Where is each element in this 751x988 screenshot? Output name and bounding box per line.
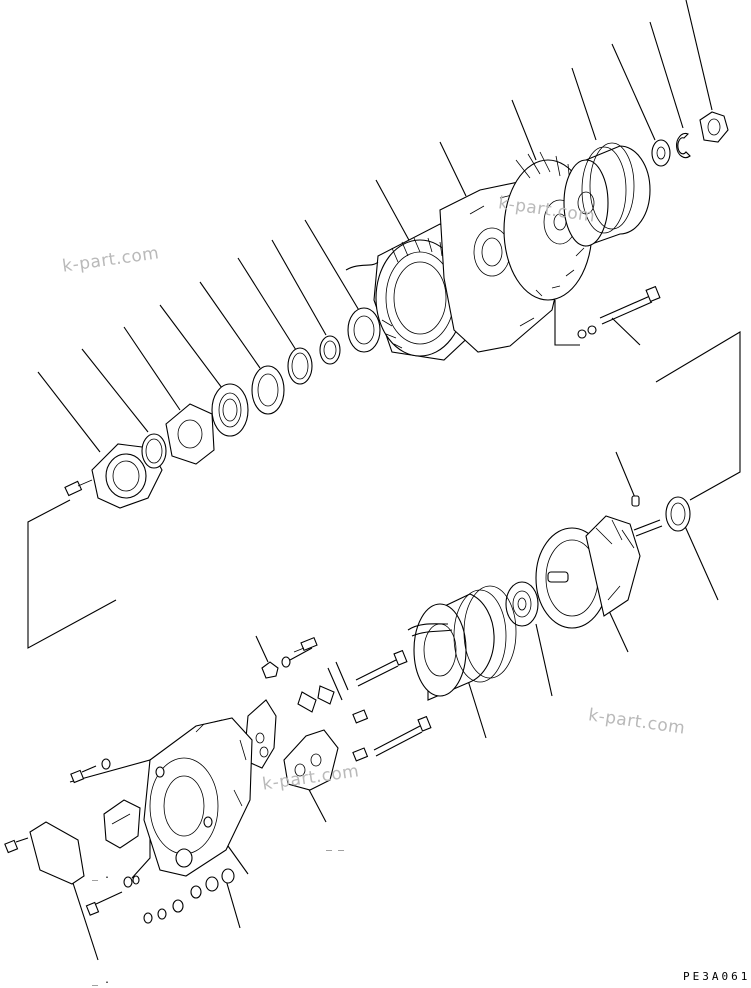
- oil-seal: [348, 308, 380, 352]
- dash-mark: _ .: [92, 870, 111, 881]
- through-bolt-lower-1: [356, 651, 407, 686]
- rear-housing: [144, 718, 252, 876]
- voltage-regulator: [104, 800, 140, 848]
- dash-mark: _ .: [92, 975, 111, 986]
- woodruff-key: [632, 496, 639, 506]
- rotor-assembly: [536, 516, 662, 628]
- snap-ring-left: [142, 434, 166, 468]
- connector-bracket-left: [28, 500, 116, 648]
- dash-mark: _ _: [326, 840, 345, 851]
- drawing-code: PE3A061: [683, 970, 751, 983]
- brush-holder: [284, 662, 348, 790]
- seal-ring: [252, 366, 284, 414]
- spring-washer: [677, 134, 690, 158]
- rear-cover-plate: [30, 822, 84, 884]
- bolt-upper-terminal: [290, 648, 312, 660]
- bolts-lower-left: [5, 759, 139, 915]
- spacer-collar: [320, 336, 340, 364]
- upper-leader-lines: [38, 0, 712, 452]
- through-bolt-upper: [578, 287, 660, 338]
- pulley: [564, 143, 650, 246]
- nut-row-bottom: [144, 869, 234, 923]
- pulley-washer: [652, 140, 670, 166]
- thin-washer: [288, 348, 312, 384]
- terminal-insulators: [353, 710, 367, 761]
- through-bolt-lower-2: [374, 717, 431, 756]
- ball-bearing-upper: [212, 384, 248, 436]
- connector-bracket-right: [656, 332, 740, 500]
- slip-ring-stator: [408, 586, 516, 700]
- upper-small-bolt: [65, 480, 92, 495]
- cover-plate: [166, 404, 214, 464]
- terminal-nut: [262, 638, 317, 678]
- pulley-nut: [700, 112, 728, 142]
- collar-ring: [666, 497, 690, 531]
